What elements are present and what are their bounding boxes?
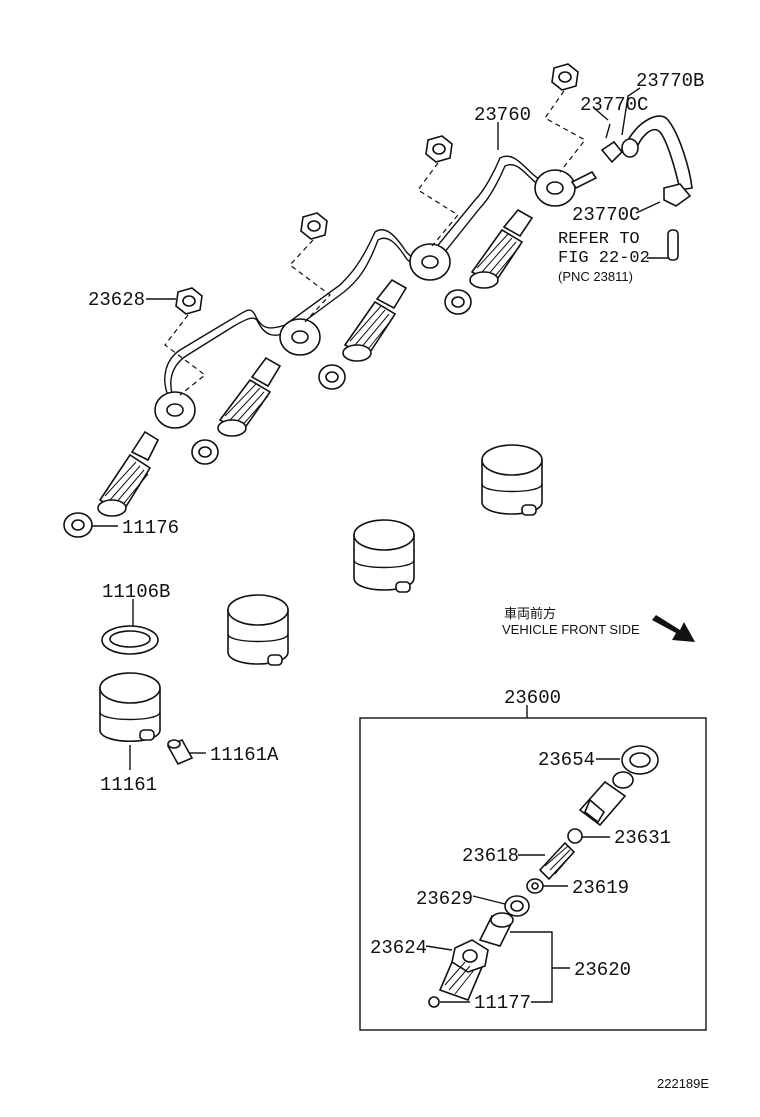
leader-23624 bbox=[425, 945, 453, 951]
label-23624: 23624 bbox=[370, 937, 427, 959]
leader-23620-bracket bbox=[510, 931, 553, 1003]
clip-top-tab bbox=[605, 123, 611, 139]
label-23620: 23620 bbox=[574, 959, 631, 981]
label-front-jp: 車両前方 bbox=[504, 606, 556, 621]
pipe-nipple bbox=[570, 170, 598, 190]
gasket-11176-3 bbox=[318, 364, 346, 390]
kit-box-23600 bbox=[359, 717, 707, 1031]
hose-end bbox=[621, 138, 639, 158]
washer-23619 bbox=[526, 878, 544, 894]
label-11177: 11177 bbox=[474, 992, 531, 1014]
pipe-sleeve-2-hole bbox=[291, 330, 309, 344]
label-11161: 11161 bbox=[100, 774, 157, 796]
pipe-sleeve-1-hole bbox=[166, 403, 184, 417]
label-23600: 23600 bbox=[504, 687, 561, 709]
seal-ring-11106B bbox=[101, 625, 159, 655]
gasket-11176-1 bbox=[63, 512, 93, 538]
hose-clip-23770C-top bbox=[600, 140, 624, 164]
nozzle-holder-11161-1 bbox=[99, 672, 161, 743]
ring-23654 bbox=[621, 745, 659, 775]
label-23618: 23618 bbox=[462, 845, 519, 867]
arrow-down-right-icon bbox=[652, 615, 695, 642]
pin-11161A bbox=[166, 738, 194, 766]
spacer-23629 bbox=[504, 895, 530, 917]
pipe-sleeve-4-hole bbox=[546, 181, 564, 195]
injector-nozzle-2 bbox=[217, 356, 282, 437]
spring-23618 bbox=[538, 841, 576, 881]
injector-nozzle-1 bbox=[97, 430, 160, 517]
o-ring-11177 bbox=[428, 996, 440, 1008]
label-23770C-mid: 23770C bbox=[572, 204, 640, 226]
nut-23628-1 bbox=[175, 287, 203, 315]
injection-pipe-23760 bbox=[164, 155, 553, 405]
pipe-sleeve-3-hole bbox=[421, 255, 439, 269]
label-11106B: 11106B bbox=[102, 581, 170, 603]
guide-line-4 bbox=[544, 90, 586, 173]
injector-nozzle-3 bbox=[342, 278, 408, 362]
leader-23629 bbox=[472, 895, 506, 905]
label-23770C-top: 23770C bbox=[580, 94, 648, 116]
label-11176: 11176 bbox=[122, 517, 179, 539]
guide-line-3 bbox=[417, 162, 459, 247]
nut-23628-4 bbox=[551, 63, 579, 91]
label-refer-line3: (PNC 23811) bbox=[558, 269, 633, 284]
nozzle-holder-11161-4 bbox=[481, 444, 543, 516]
label-23654: 23654 bbox=[538, 749, 595, 771]
label-front-en: VEHICLE FRONT SIDE bbox=[502, 622, 640, 637]
figure-id: 222189E bbox=[657, 1076, 709, 1091]
nozzle-body-upper bbox=[578, 771, 634, 827]
nut-23628-2 bbox=[300, 212, 328, 240]
nozzle-holder-11161-2 bbox=[227, 594, 289, 666]
label-11161A: 11161A bbox=[210, 744, 279, 766]
guide-line-1 bbox=[164, 314, 206, 396]
label-23628: 23628 bbox=[88, 289, 145, 311]
hose-clip-23770C-mid bbox=[663, 183, 692, 207]
leader-23770C-mid bbox=[635, 201, 661, 214]
leak-hose-23770B bbox=[627, 115, 693, 191]
label-23770B: 23770B bbox=[636, 70, 704, 92]
retaining-nut-23624 bbox=[438, 939, 489, 1002]
nozzle-23620 bbox=[478, 912, 514, 947]
gasket-11176-2 bbox=[191, 439, 219, 465]
label-23760: 23760 bbox=[474, 104, 531, 126]
nozzle-holder-11161-3 bbox=[353, 519, 415, 593]
label-refer-line2: FIG 22-02 bbox=[558, 249, 650, 268]
return-tube-stub bbox=[667, 229, 679, 261]
label-refer-line1: REFER TO bbox=[558, 230, 640, 249]
guide-line-2 bbox=[289, 239, 331, 323]
nut-23628-3 bbox=[425, 135, 453, 163]
label-23619: 23619 bbox=[572, 877, 629, 899]
leader-23770C-top bbox=[593, 107, 609, 121]
label-23631: 23631 bbox=[614, 827, 671, 849]
injector-nozzle-4 bbox=[469, 208, 534, 289]
label-23629: 23629 bbox=[416, 888, 473, 910]
ball-23631 bbox=[567, 828, 583, 844]
leader-23770B bbox=[621, 87, 641, 136]
gasket-11176-4 bbox=[444, 289, 472, 315]
